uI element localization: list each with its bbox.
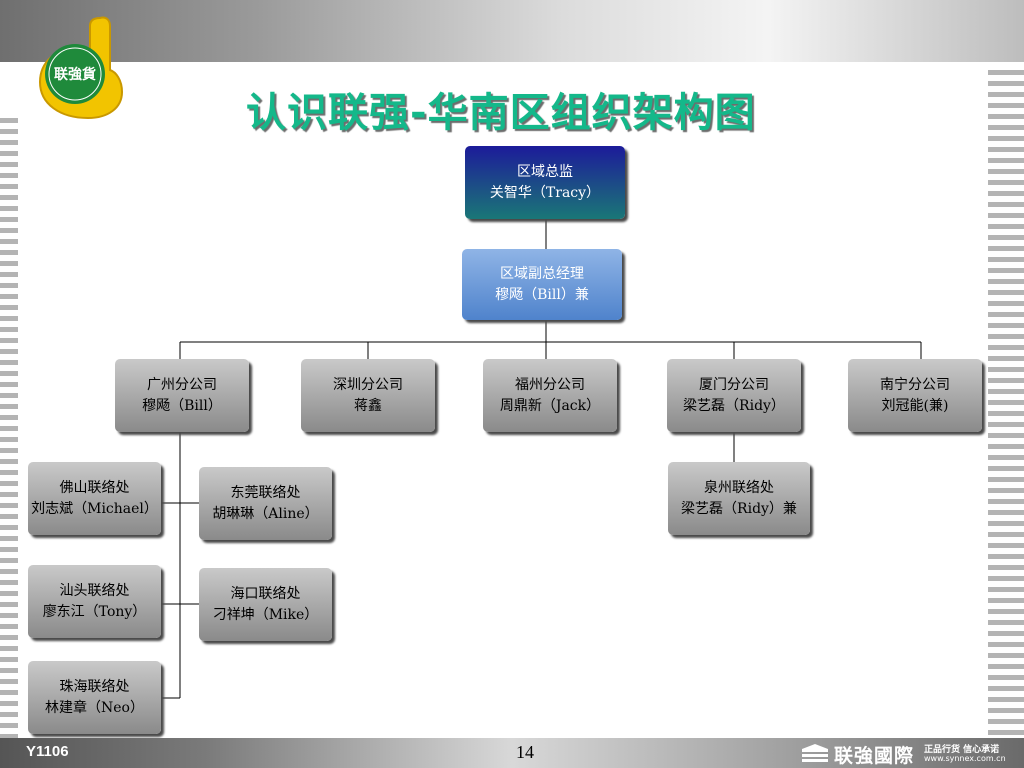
node-person: 林建章（Neo）	[45, 699, 144, 716]
org-node-deputy-gm: 区域副总经理 穆飏（Bill）兼	[462, 249, 622, 320]
org-node-fuzhou-branch: 福州分公司 周鼎新（Jack）	[483, 359, 617, 432]
hand-logo-icon: 联強貨	[38, 16, 124, 120]
org-node-guangzhou-branch: 广州分公司 穆飏（Bill）	[115, 359, 249, 432]
left-stripe-decoration	[0, 118, 18, 738]
node-title: 泉州联络处	[704, 479, 774, 496]
org-node-zhuhai-office: 珠海联络处 林建章（Neo）	[28, 661, 161, 734]
org-node-quanzhou-office: 泉州联络处 梁艺磊（Ridy）兼	[668, 462, 810, 535]
node-title: 区域副总经理	[500, 265, 584, 282]
node-title: 广州分公司	[147, 376, 217, 393]
node-person: 刘志斌（Michael）	[31, 500, 158, 517]
top-header-band	[0, 0, 1024, 62]
footer-code: Y1106	[26, 743, 69, 760]
brand-slogan: 正品行货 信心承诺	[924, 745, 1000, 755]
right-stripe-decoration	[988, 70, 1024, 738]
node-person: 刁祥坤（Mike）	[212, 606, 319, 623]
org-node-regional-director: 区域总监 关智华（Tracy）	[465, 146, 625, 219]
node-person: 梁艺磊（Ridy）	[683, 397, 785, 414]
org-node-haikou-office: 海口联络处 刁祥坤（Mike）	[199, 568, 332, 641]
node-person: 蒋鑫	[354, 397, 382, 414]
bottom-footer-band	[0, 738, 1024, 768]
node-title: 区域总监	[517, 163, 573, 180]
node-title: 海口联络处	[230, 585, 301, 602]
node-title: 汕头联络处	[59, 582, 130, 599]
logo-text: 联強貨	[54, 66, 96, 83]
org-node-nanning-branch: 南宁分公司 刘冠能(兼)	[848, 359, 982, 432]
node-person: 穆飏（Bill）	[142, 397, 222, 414]
org-node-foshan-office: 佛山联络处 刘志斌（Michael）	[28, 462, 161, 535]
node-title: 福州分公司	[515, 376, 585, 393]
synnex-logo-icon	[802, 744, 828, 762]
slide-title: 认识联强-华南区组织架构图	[246, 90, 756, 136]
brand-name: 联強國際	[834, 745, 915, 767]
node-person: 周鼎新（Jack）	[499, 397, 601, 414]
org-node-shantou-office: 汕头联络处 廖东江（Tony）	[28, 565, 161, 638]
node-person: 关智华（Tracy）	[489, 184, 601, 201]
node-person: 梁艺磊（Ridy）兼	[681, 500, 797, 517]
node-title: 南宁分公司	[880, 376, 950, 393]
org-node-shenzhen-branch: 深圳分公司 蒋鑫	[301, 359, 435, 432]
org-node-dongguan-office: 东莞联络处 胡琳琳（Aline）	[199, 467, 332, 540]
footer-brand: 联強國際 正品行货 信心承诺 www.synnex.com.cn	[800, 741, 1020, 767]
node-person: 穆飏（Bill）兼	[495, 286, 589, 303]
org-node-xiamen-branch: 厦门分公司 梁艺磊（Ridy）	[667, 359, 801, 432]
brand-url: www.synnex.com.cn	[924, 754, 1006, 763]
node-person: 刘冠能(兼)	[881, 397, 949, 414]
node-title: 佛山联络处	[59, 479, 130, 496]
node-title: 厦门分公司	[699, 376, 769, 393]
node-person: 胡琳琳（Aline）	[212, 505, 319, 522]
node-title: 珠海联络处	[59, 678, 130, 695]
page-number: 14	[516, 742, 534, 762]
node-title: 东莞联络处	[230, 484, 301, 501]
node-title: 深圳分公司	[333, 376, 403, 393]
node-person: 廖东江（Tony）	[42, 603, 147, 620]
